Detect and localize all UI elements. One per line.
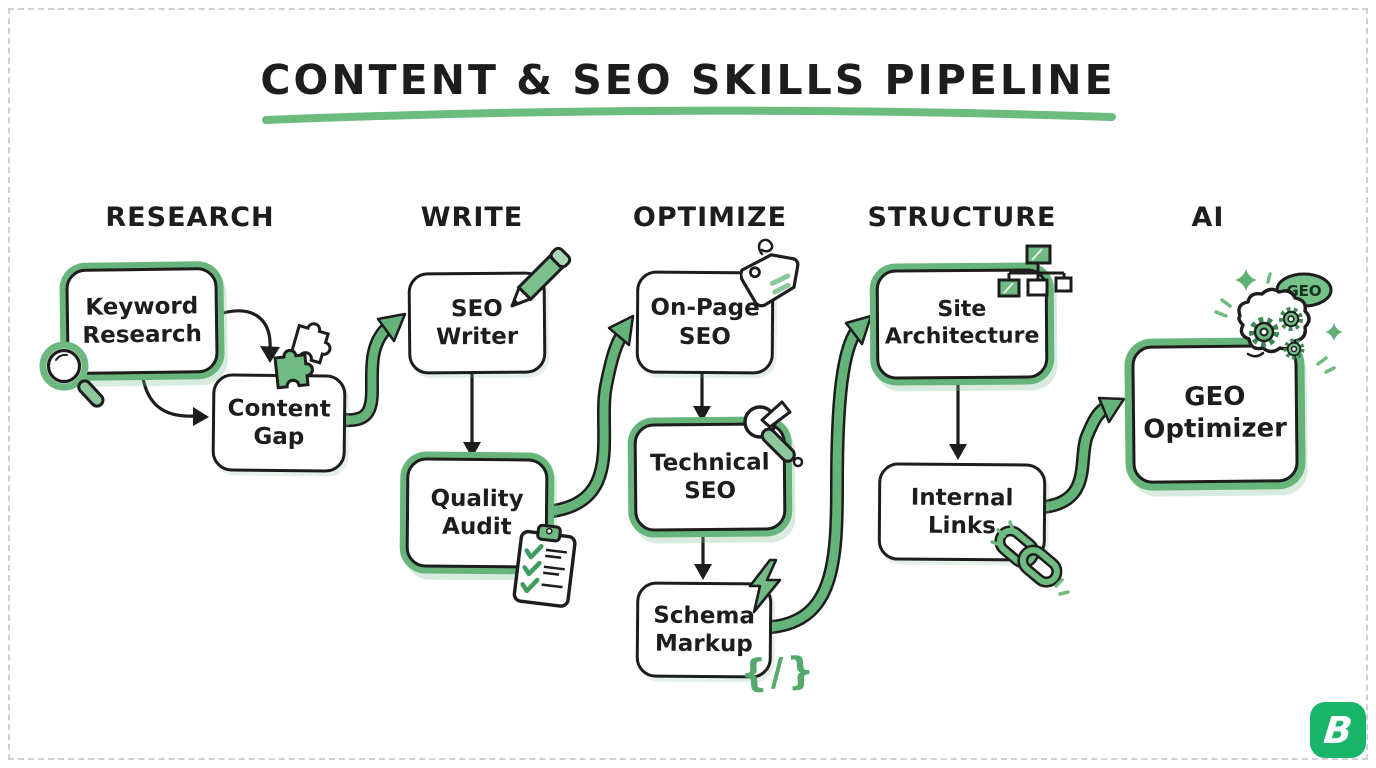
column-header-ai: AI <box>1191 202 1225 233</box>
code-braces-icon: {/} <box>738 648 819 696</box>
node-keyword-research: Keyword Research <box>65 266 219 376</box>
node-internal-links: Internal Links <box>877 462 1047 562</box>
column-header-research: RESEARCH <box>105 202 275 233</box>
page-title: CONTENT & SEO SKILLS PIPELINE <box>260 56 1116 104</box>
title-underline <box>262 106 1116 124</box>
node-on-page-seo: On-Page SEO <box>635 270 775 375</box>
column-header-write: WRITE <box>420 202 524 233</box>
column-header-optimize: OPTIMIZE <box>632 202 788 233</box>
node-quality-audit: Quality Audit <box>405 457 549 569</box>
brand-logo: B <box>1310 702 1366 758</box>
brand-logo-letter: B <box>1321 708 1355 752</box>
node-content-gap: Content Gap <box>211 373 347 473</box>
column-header-structure: STRUCTURE <box>867 202 1057 233</box>
node-geo-optimizer: GEO Optimizer <box>1131 344 1299 484</box>
node-site-architecture: Site Architecture <box>875 268 1049 380</box>
node-technical-seo: Technical SEO <box>633 422 787 532</box>
node-seo-writer: SEO Writer <box>407 271 547 375</box>
